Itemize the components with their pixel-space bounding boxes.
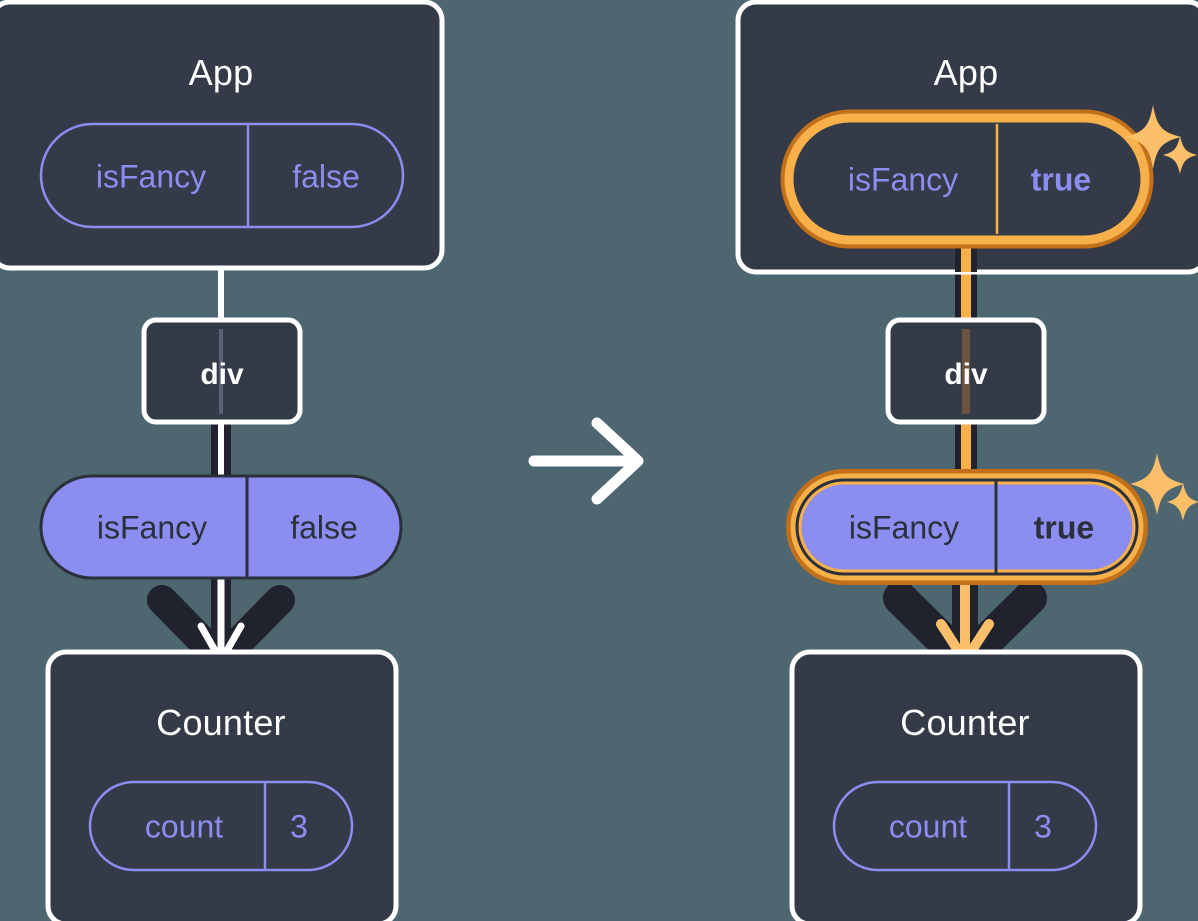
transition-arrow-icon — [528, 417, 644, 505]
prop-pill-right — [786, 469, 1148, 585]
edge-app-to-div-left — [218, 262, 224, 330]
counter-box-left — [45, 649, 399, 921]
counter-box-right — [789, 649, 1143, 921]
div-box-right — [885, 317, 1047, 425]
state-pill-left-counter — [88, 780, 354, 872]
state-pill-right-counter — [832, 780, 1098, 872]
sparkle-icon-prop-right — [1130, 453, 1198, 521]
state-pill-right-app — [780, 109, 1154, 249]
div-box-left — [141, 317, 303, 425]
sparkle-icon-app-right — [1125, 105, 1197, 174]
prop-pill-left — [39, 474, 403, 580]
app-box-left — [0, 0, 445, 271]
state-pill-left-app — [39, 122, 405, 229]
